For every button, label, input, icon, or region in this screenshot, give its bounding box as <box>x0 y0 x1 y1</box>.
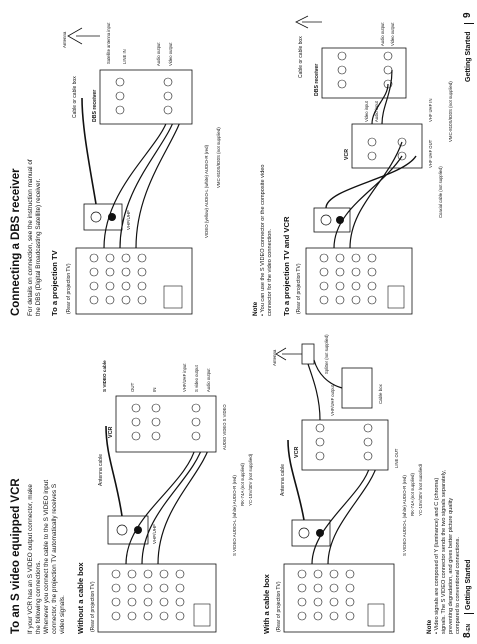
page-number: 8-EN <box>462 623 473 638</box>
svg-text:VHF/UHF input: VHF/UHF input <box>182 363 187 392</box>
svg-text:VHF/UHF: VHF/UHF <box>126 210 131 230</box>
note-line: preventing degradation, and gives better… <box>448 497 454 634</box>
footer-divider <box>464 613 474 614</box>
note-title: Note <box>426 619 433 634</box>
page-8: To an S video equipped VCR If your VCR h… <box>0 322 477 644</box>
svg-text:IN: IN <box>152 388 157 392</box>
svg-text:LINE IN: LINE IN <box>122 49 127 64</box>
diagram-dbs-to-tv: (Rear of projection TV) VHF/UHF Cable or… <box>62 22 221 315</box>
svg-text:RK-74A (not supplied): RK-74A (not supplied) <box>410 473 415 516</box>
section-heading: Without a cable box <box>76 562 85 634</box>
section-heading: To a projection TV <box>50 250 59 316</box>
svg-text:VHF/UHF output: VHF/UHF output <box>330 384 335 416</box>
tv-rear-panel <box>97 563 217 633</box>
note-line: • You can use the S VIDEO connector or t… <box>260 164 266 316</box>
svg-text:Audio output: Audio output <box>380 22 385 46</box>
svg-text:AUDIO VIDEO S VIDEO: AUDIO VIDEO S VIDEO <box>222 404 227 450</box>
svg-text:Video output: Video output <box>390 22 395 46</box>
page-9: Connecting a DBS receiver For details on… <box>10 12 474 316</box>
intro-line: If your VCR has an S VIDEO output connec… <box>27 484 34 634</box>
intro-line: video signals. <box>59 595 66 634</box>
note-line: signals. The S VIDEO connector sends the… <box>441 470 447 634</box>
page-number: 9 <box>462 12 473 18</box>
note-line: connector for the video connection. <box>267 228 273 316</box>
svg-text:Video input: Video input <box>364 100 369 122</box>
svg-text:VHF UHF IN: VHF UHF IN <box>428 99 433 123</box>
svg-text:VMC-810S/820S (not supplied): VMC-810S/820S (not supplied) <box>216 127 221 188</box>
page-title: To an S video equipped VCR <box>10 478 22 634</box>
svg-text:Antenna cable: Antenna cable <box>98 454 104 486</box>
svg-text:YC-15V/30V (not supplied): YC-15V/30V (not supplied) <box>248 453 253 506</box>
svg-text:VCR: VCR <box>294 447 300 458</box>
intro-line: the DBS (Digital Broadcasting Satellite)… <box>35 178 42 316</box>
diagram-dbs-to-tv-and-vcr: (Rear of projection TV) VCR VHF UHF OUT … <box>295 15 453 315</box>
svg-text:Audio output: Audio output <box>156 42 161 66</box>
footer-divider <box>464 23 474 24</box>
note-line: • Video signals are composed of Y (lumin… <box>434 477 440 634</box>
diagram-without-cable-box: (Rear of projection TV) VHF/UHF Antenna … <box>90 360 253 633</box>
section-heading: To a projection TV and VCR <box>282 216 291 316</box>
svg-text:DBS receiver: DBS receiver <box>92 90 98 122</box>
svg-text:Cable box: Cable box <box>378 383 383 404</box>
svg-text:Coaxial cable (not supplied): Coaxial cable (not supplied) <box>438 166 443 218</box>
svg-text:Cable or cable box: Cable or cable box <box>72 76 78 118</box>
svg-text:VCR: VCR <box>344 149 350 160</box>
intro-line: connector, the projection TV automatical… <box>51 483 58 634</box>
svg-text:S VIDEO AUDIO-L (white) AUDIO-: S VIDEO AUDIO-L (white) AUDIO-R (red) <box>232 475 237 556</box>
diagram-with-cable-box: (Rear of projection TV) Antenna cable VC… <box>272 334 422 633</box>
svg-text:Audio output: Audio output <box>206 368 211 392</box>
intro-line: the following connections. <box>35 560 42 634</box>
svg-text:(Rear of projection TV): (Rear of projection TV) <box>66 263 72 314</box>
svg-text:Antenna: Antenna <box>272 349 277 366</box>
note-line: compared to conventional connections. <box>455 536 461 634</box>
intro-line: For details on connection, see the instr… <box>27 159 34 316</box>
rear-tv-label: (Rear of projection TV) <box>90 581 96 632</box>
vcr-rear-panel <box>115 395 217 453</box>
svg-text:VIDEO (yellow) AUDIO-L (white): VIDEO (yellow) AUDIO-L (white) AUDIO-R (… <box>204 144 209 238</box>
section-heading: With a cable box <box>262 574 271 634</box>
svg-text:(Rear of projection TV): (Rear of projection TV) <box>276 581 282 632</box>
svg-text:Splitter (not supplied): Splitter (not supplied) <box>324 334 329 374</box>
footer-text: Getting Started <box>465 559 472 610</box>
svg-text:OUT: OUT <box>130 382 135 392</box>
svg-text:Audio input: Audio input <box>374 100 379 122</box>
svg-text:VHF/UHF: VHF/UHF <box>152 524 157 544</box>
svg-text:RK-74A (not supplied): RK-74A (not supplied) <box>240 463 245 506</box>
svg-text:(Rear of projection TV): (Rear of projection TV) <box>296 263 302 314</box>
note-title: Note <box>252 301 259 316</box>
svg-text:S VIDEO AUDIO-L (white) AUDIO-: S VIDEO AUDIO-L (white) AUDIO-R (red) <box>402 475 407 556</box>
svg-text:DBS receiver: DBS receiver <box>314 64 320 96</box>
svg-text:VMC-810S/820S (not supplied): VMC-810S/820S (not supplied) <box>448 81 453 142</box>
svg-text:S video output: S video output <box>194 364 199 392</box>
svg-text:Satellite antenna input: Satellite antenna input <box>106 22 111 64</box>
svg-text:Antenna cable: Antenna cable <box>280 464 286 496</box>
footer-text: Getting Started <box>465 31 472 82</box>
intro-line: Whenever you connect the cable to the S … <box>43 479 50 634</box>
svg-text:Cable or cable box: Cable or cable box <box>298 36 304 78</box>
svg-text:Video output: Video output <box>168 42 173 66</box>
svg-text:VCR: VCR <box>108 427 114 438</box>
page-title: Connecting a DBS receiver <box>10 168 22 316</box>
svg-text:LINE OUT: LINE OUT <box>394 448 399 468</box>
svg-text:S VIDEO cable: S VIDEO cable <box>102 360 107 392</box>
svg-text:Antenna: Antenna <box>62 31 67 48</box>
svg-text:VHF UHF OUT: VHF UHF OUT <box>428 139 433 168</box>
svg-text:YC-15V/30V (not supplied): YC-15V/30V (not supplied) <box>418 463 422 516</box>
